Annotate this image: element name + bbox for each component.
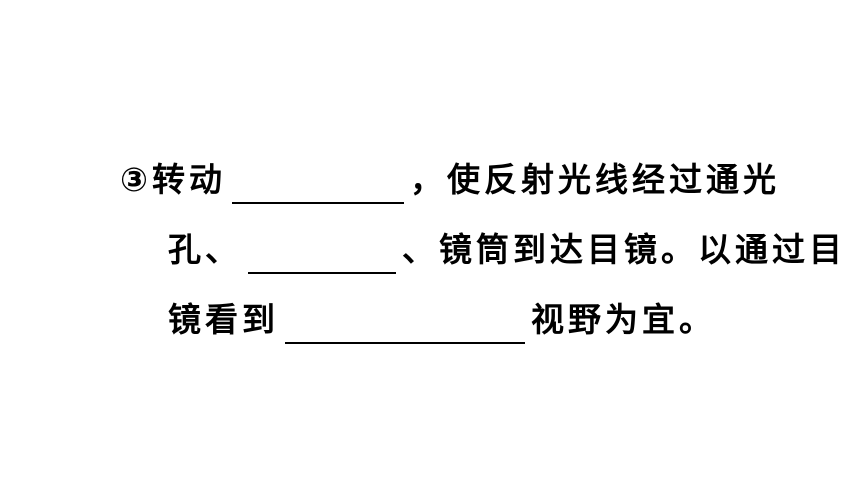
- line3-text-before: 镜看到: [168, 300, 279, 339]
- question-line-2: 孔、 、镜筒到达目镜。以通过目: [168, 220, 846, 280]
- line2-text-before: 孔、: [168, 230, 242, 269]
- line1-text-after: ，使反射光线经过通光: [409, 160, 780, 199]
- answer-blank-3[interactable]: [285, 290, 525, 344]
- answer-blank-1[interactable]: [231, 150, 404, 204]
- question-marker: ③: [120, 160, 152, 199]
- question-line-3: 镜看到 视野为宜。: [168, 290, 716, 350]
- question-line-1: ③转动 ，使反射光线经过通光: [120, 150, 780, 210]
- line2-text-after: 、镜筒到达目镜。以通过目: [402, 230, 846, 269]
- answer-blank-2[interactable]: [248, 220, 396, 274]
- line1-text-before: 转动: [151, 160, 226, 199]
- line3-text-after: 视野为宜。: [531, 300, 716, 339]
